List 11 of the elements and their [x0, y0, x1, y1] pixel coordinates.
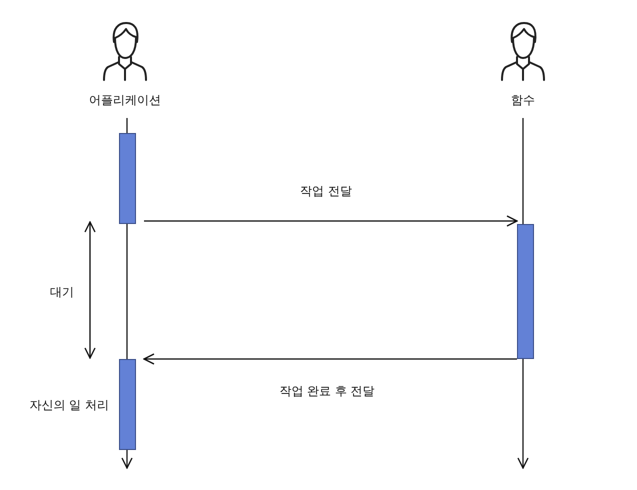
activation-bar [517, 224, 534, 359]
note-text: 자신의 일 처리 [29, 397, 109, 414]
activation-bar [119, 133, 136, 224]
actor-label: 어플리케이션 [88, 92, 162, 109]
edge-label: 작업 전달 [299, 183, 353, 200]
edge-label: 작업 완료 후 전달 [278, 383, 376, 400]
message-arrow [144, 215, 518, 227]
activation-bar [119, 359, 136, 450]
message-arrow [143, 353, 517, 365]
duration-label: 대기 [50, 284, 74, 301]
actor-label: 함수 [510, 92, 536, 109]
